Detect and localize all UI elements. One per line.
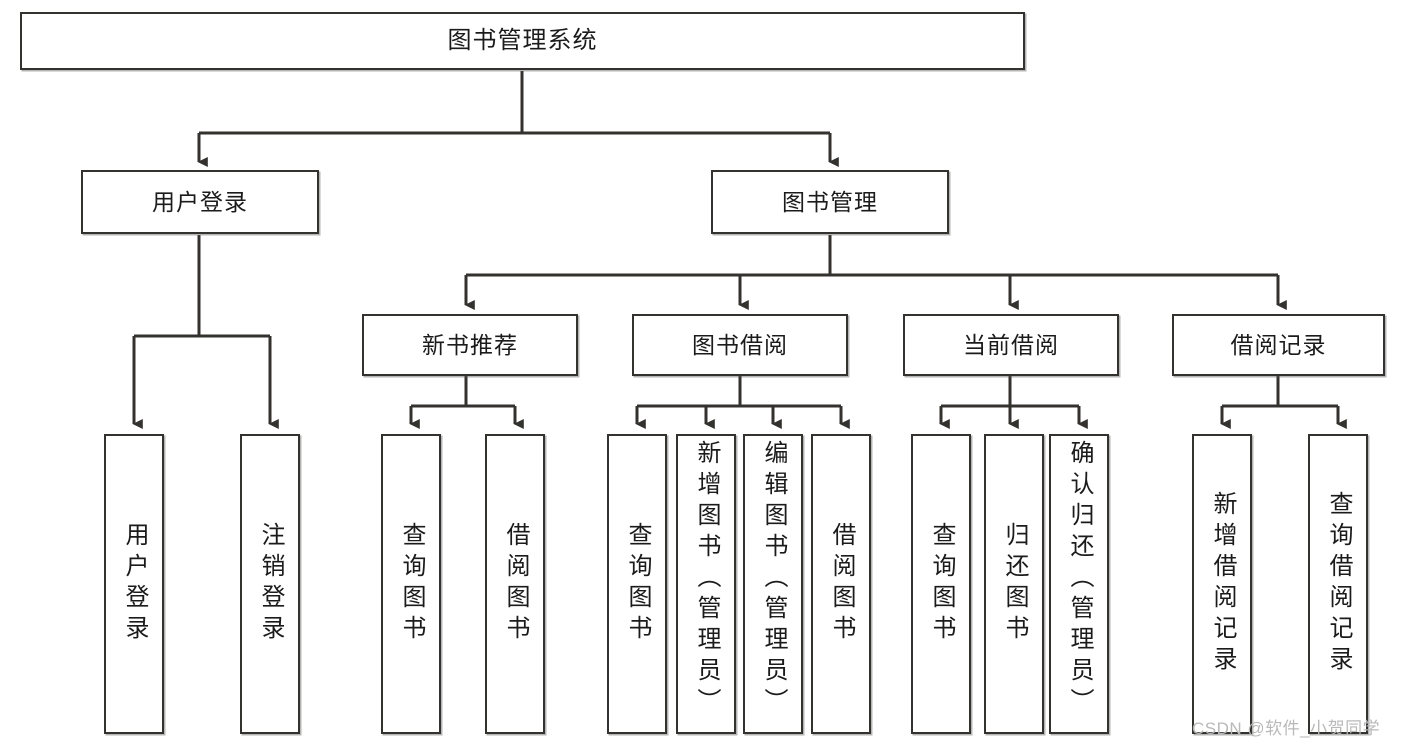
node-label: 用户登录	[121, 522, 148, 646]
leaf-query-book-1[interactable]: 查询图书	[381, 434, 441, 734]
leaf-borrow-book-1[interactable]: 借阅图书	[485, 434, 545, 734]
node-label: 确认归还（管理员）	[1066, 440, 1093, 719]
node-label: 借阅图书	[828, 522, 855, 646]
node-label: 借阅图书	[502, 522, 529, 646]
node-label: 图书管理系统	[447, 27, 598, 55]
node-label: 查询图书	[398, 522, 425, 646]
node-current-borrow[interactable]: 当前借阅	[903, 314, 1119, 376]
node-user-login[interactable]: 用户登录	[81, 170, 319, 234]
leaf-query-record[interactable]: 查询借阅记录	[1308, 434, 1368, 734]
node-label: 查询借阅记录	[1325, 491, 1352, 677]
leaf-return-book[interactable]: 归还图书	[984, 434, 1044, 734]
node-label: 图书借阅	[692, 331, 788, 358]
node-label: 查询图书	[624, 522, 651, 646]
node-new-book-recommend[interactable]: 新书推荐	[362, 314, 578, 376]
node-label: 归还图书	[1001, 522, 1028, 646]
csdn-watermark: CSDN @软件_小贺同学	[1192, 719, 1381, 738]
leaf-user-logout[interactable]: 注销登录	[240, 434, 300, 734]
leaf-user-login[interactable]: 用户登录	[104, 434, 164, 734]
leaf-query-book-2[interactable]: 查询图书	[607, 434, 667, 734]
node-label: 新增借阅记录	[1209, 491, 1236, 677]
node-label: 新书推荐	[422, 331, 518, 358]
node-label: 当前借阅	[963, 331, 1059, 358]
leaf-confirm-return[interactable]: 确认归还（管理员）	[1049, 434, 1109, 734]
node-label: 图书管理	[782, 188, 878, 215]
leaf-borrow-book-2[interactable]: 借阅图书	[811, 434, 871, 734]
node-book-borrow[interactable]: 图书借阅	[632, 314, 848, 376]
leaf-add-book[interactable]: 新增图书（管理员）	[676, 434, 736, 734]
node-label: 注销登录	[257, 522, 284, 646]
node-label: 查询图书	[928, 522, 955, 646]
leaf-add-record[interactable]: 新增借阅记录	[1192, 434, 1252, 734]
node-label: 用户登录	[152, 188, 248, 215]
node-label: 编辑图书（管理员）	[760, 440, 787, 719]
node-label: 新增图书（管理员）	[693, 440, 720, 719]
leaf-query-book-3[interactable]: 查询图书	[911, 434, 971, 734]
node-book-manage[interactable]: 图书管理	[711, 170, 949, 234]
node-label: 借阅记录	[1230, 331, 1327, 358]
node-borrow-record[interactable]: 借阅记录	[1172, 314, 1385, 376]
leaf-edit-book[interactable]: 编辑图书（管理员）	[743, 434, 803, 734]
node-root-book-management-system[interactable]: 图书管理系统	[20, 12, 1025, 70]
